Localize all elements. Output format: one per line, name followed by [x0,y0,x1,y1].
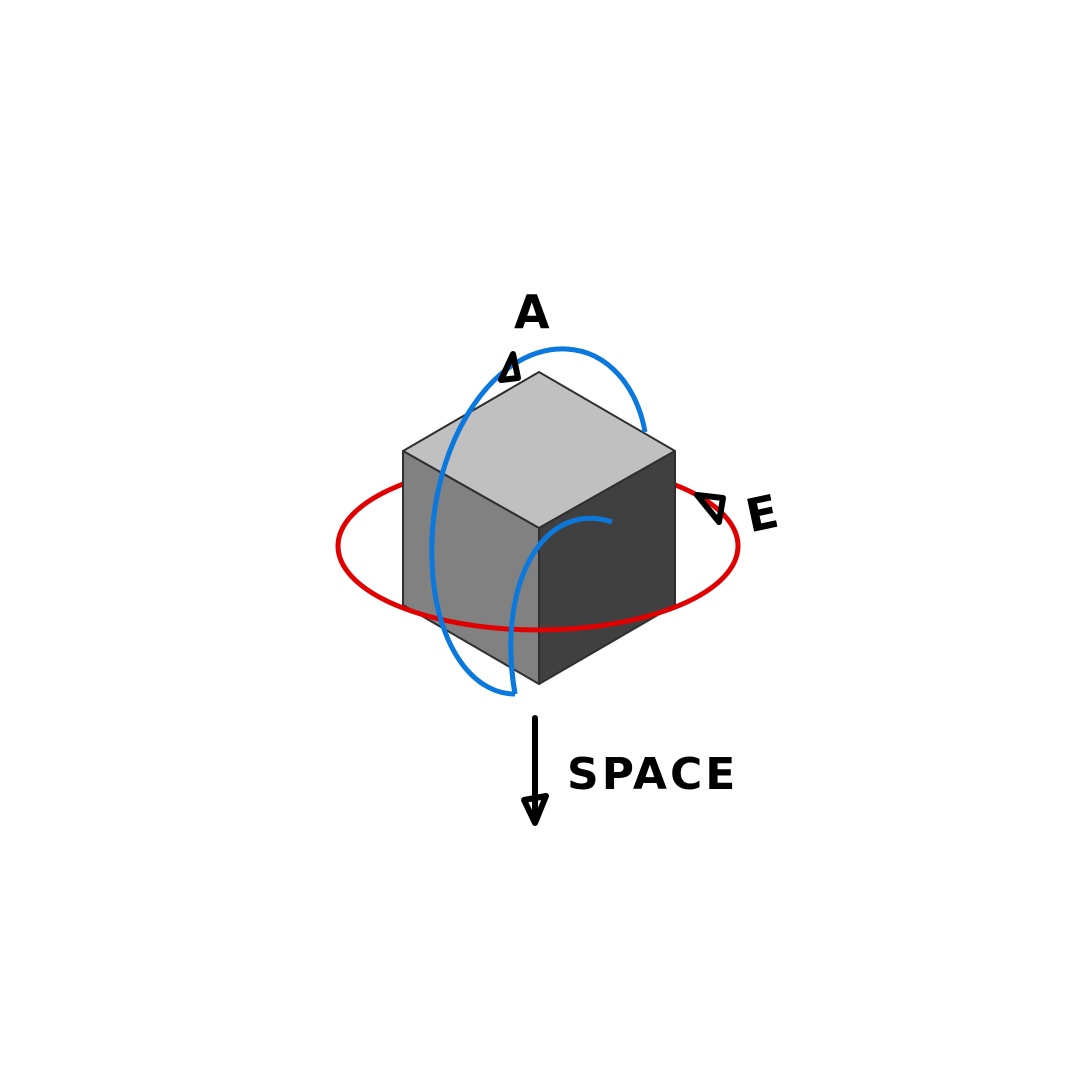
rotate-a-arrow-icon [498,351,521,383]
vertical-rotation-ring-front [508,515,613,695]
vertical-rotation-ring-top [429,346,648,561]
vertical-rotation-ring-left [429,559,516,697]
rotate-e-arrow-icon [694,492,726,525]
horizontal-rotation-ring-front [335,545,741,633]
key-label-space: SPACE [567,749,738,800]
drop-arrow-icon [521,715,549,826]
key-label-e: E [741,484,785,544]
cube [402,371,676,685]
key-label-a: A [514,285,552,339]
